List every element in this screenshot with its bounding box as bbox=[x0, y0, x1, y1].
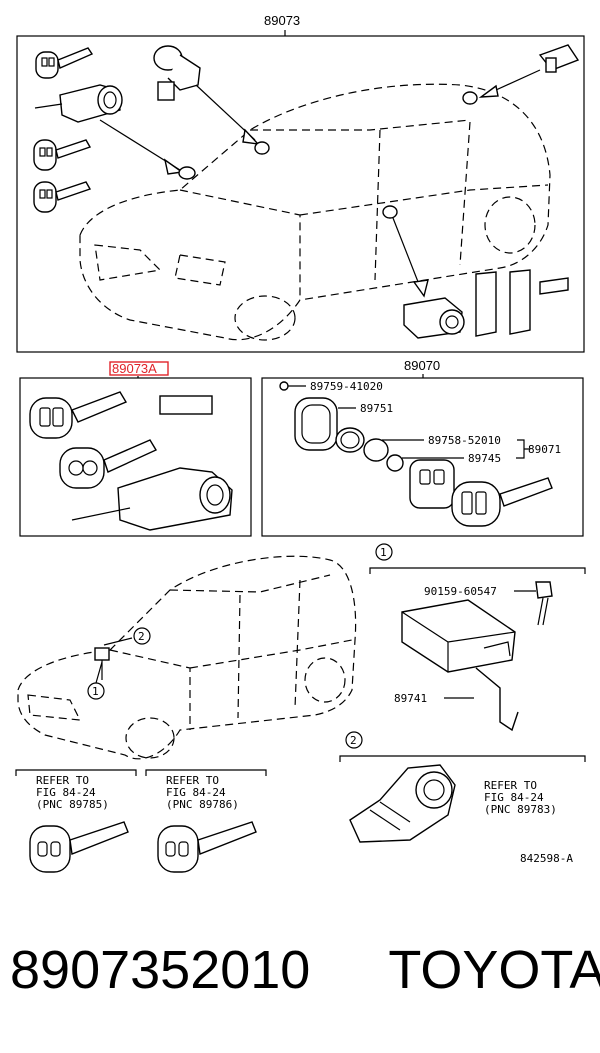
refer-to-label: REFER TO bbox=[484, 779, 537, 792]
callout-number: 1 bbox=[380, 546, 387, 559]
ref-fig-label: FIG 84-24 bbox=[36, 786, 96, 799]
callout-circle bbox=[87, 682, 105, 700]
part-label: 89751 bbox=[360, 402, 393, 415]
ref-pnc-label: (PNC 89783) bbox=[484, 803, 557, 816]
top-code-label: 89073 bbox=[264, 13, 300, 28]
bottom-car-outline bbox=[17, 555, 357, 760]
remote-pad-icon bbox=[409, 459, 455, 509]
top-frame bbox=[16, 35, 585, 353]
part-label: 89759-41020 bbox=[310, 380, 383, 393]
ref-pnc-label: (PNC 89786) bbox=[166, 798, 239, 811]
lock-location-icon bbox=[94, 647, 110, 680]
hatch-lock-icon bbox=[538, 44, 580, 73]
callout-leader bbox=[95, 661, 103, 684]
highlight-box bbox=[109, 361, 169, 376]
key-set-frame bbox=[19, 377, 252, 537]
section-bracket bbox=[15, 769, 137, 776]
key-icon bbox=[29, 821, 129, 873]
lock-location-icon bbox=[254, 141, 270, 155]
ref-fig-label: FIG 84-24 bbox=[166, 786, 226, 799]
section-bracket bbox=[145, 769, 267, 776]
callout-number: 2 bbox=[138, 630, 145, 643]
leader-arrow bbox=[392, 217, 423, 293]
callout-circle bbox=[345, 731, 363, 749]
battery-icon bbox=[386, 454, 404, 472]
ecu-module-icon bbox=[401, 599, 519, 732]
part-label: 89758-52010 bbox=[428, 434, 501, 447]
product-caption: 8907352010 TOYOTA bbox=[10, 930, 600, 1010]
key-icon bbox=[29, 391, 128, 439]
callout-circle bbox=[375, 543, 393, 561]
key-icon bbox=[33, 181, 92, 213]
refer-to-label: REFER TO bbox=[166, 774, 219, 787]
part-label: 89745 bbox=[468, 452, 501, 465]
section-bracket bbox=[339, 755, 586, 762]
lock-location-icon bbox=[178, 166, 196, 180]
transponder-chip-icon bbox=[159, 395, 213, 415]
drawing-number: 842598-A bbox=[520, 852, 573, 865]
bracket-line bbox=[516, 439, 530, 459]
gasket-icon bbox=[335, 427, 365, 453]
key-icon bbox=[59, 439, 158, 489]
key-icon bbox=[451, 477, 553, 527]
bolt-icon bbox=[535, 581, 553, 626]
callout-number: 2 bbox=[350, 734, 357, 747]
callout-circle bbox=[133, 627, 151, 645]
remote-case-icon bbox=[294, 397, 338, 451]
refer-to-label: REFER TO bbox=[36, 774, 89, 787]
key-icon bbox=[157, 821, 257, 873]
arrow-head-icon bbox=[412, 279, 429, 298]
key-icon bbox=[33, 139, 92, 171]
arrow-head-icon bbox=[242, 128, 260, 145]
remote-set-frame bbox=[261, 377, 584, 537]
ref-fig-label: FIG 84-24 bbox=[484, 791, 544, 804]
arrow-head-icon bbox=[163, 158, 184, 175]
screw-icon bbox=[279, 381, 306, 391]
key-icon bbox=[35, 47, 94, 79]
brand-name: TOYOTA bbox=[388, 940, 600, 1000]
box2-code-label: 89070 bbox=[404, 358, 440, 373]
ignition-lock-cylinder-icon bbox=[34, 84, 123, 123]
key-blank-icon bbox=[475, 269, 569, 337]
highlight-code-label: 89073A bbox=[112, 361, 157, 376]
lock-location-icon bbox=[462, 91, 478, 105]
callout-leader bbox=[103, 637, 133, 646]
ignition-lock-cylinder-icon bbox=[71, 467, 233, 531]
ref-pnc-label: (PNC 89785) bbox=[36, 798, 109, 811]
door-lock-cylinder-icon bbox=[403, 297, 465, 339]
callout-number: 1 bbox=[92, 685, 99, 698]
section-bracket bbox=[369, 567, 586, 574]
lock-location-icon bbox=[382, 205, 398, 219]
part-number: 8907352010 bbox=[10, 940, 311, 1000]
part-label: 89071 bbox=[528, 443, 561, 456]
steering-lock-icon bbox=[153, 45, 201, 101]
part-label: 89741 bbox=[394, 692, 427, 705]
part-label: 90159-60547 bbox=[424, 585, 497, 598]
ignition-switch-housing-icon bbox=[349, 764, 456, 843]
arrow-head-icon bbox=[478, 84, 499, 98]
top-car-outline bbox=[79, 83, 551, 341]
battery-ring-icon bbox=[363, 438, 389, 462]
